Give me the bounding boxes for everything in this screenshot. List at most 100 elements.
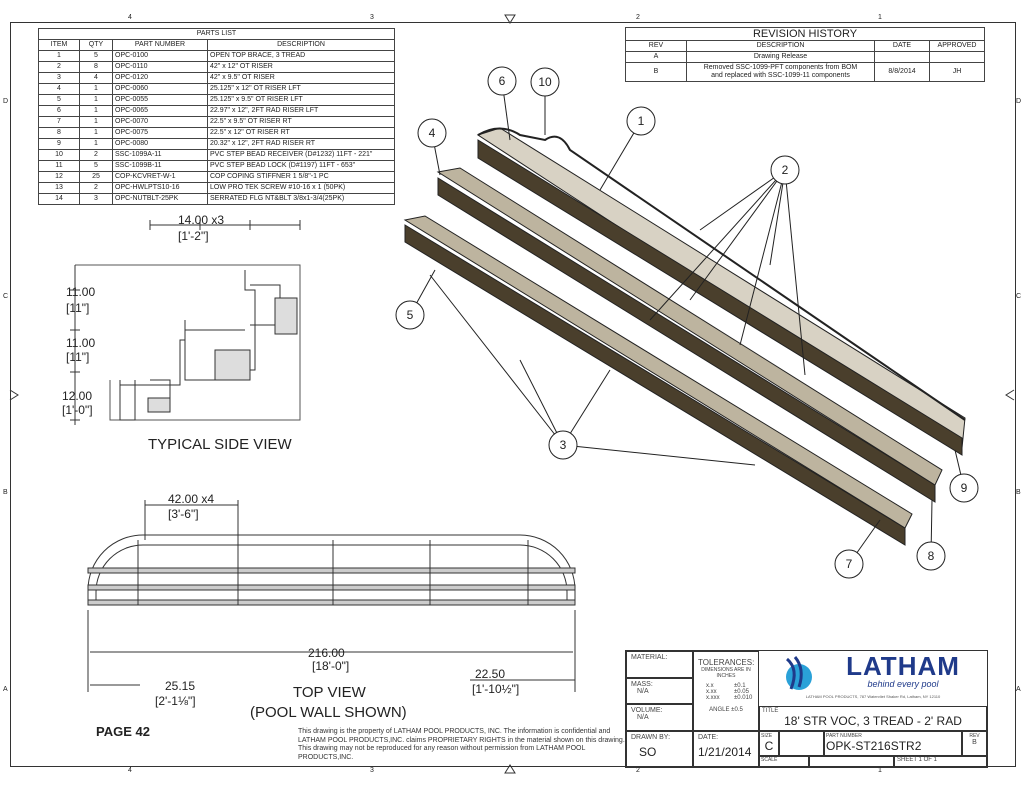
balloon-number: 1 — [638, 114, 645, 128]
balloon — [487, 66, 517, 96]
balloon — [395, 300, 425, 330]
zone-top: 4 — [128, 14, 132, 21]
label: TITLE — [762, 708, 779, 714]
dim: 25.15 — [165, 679, 195, 693]
proprietary-notice: This drawing is the property of LATHAM P… — [298, 728, 625, 761]
top-view-dims: 42.00 x4 [3'-6"] 216.00 [18'-0"] 25.15 [… — [155, 492, 519, 721]
precision: x.xxx — [706, 695, 720, 701]
note: DIMENSIONS ARE IN INCHES — [701, 667, 751, 679]
blank-cell — [779, 731, 824, 756]
precision: x.x — [706, 683, 714, 689]
label: SCALE — [761, 757, 778, 763]
balloon — [949, 473, 979, 503]
label: PART NUMBER — [826, 733, 862, 739]
page-label: PAGE 42 — [96, 724, 150, 739]
scale-cell: SCALE — [759, 756, 809, 767]
zone-bottom: 3 — [370, 767, 374, 774]
leader-line — [562, 369, 611, 446]
mass-value: N/A — [637, 688, 649, 695]
logo-text: LATHAM — [846, 651, 960, 681]
col-header: APPROVED — [929, 40, 985, 52]
zone-bottom: 4 — [128, 767, 132, 774]
balloon — [626, 106, 656, 136]
revision-history-title: REVISION HISTORY — [625, 27, 985, 41]
drawn-by-cell: DRAWN BY:SO — [626, 731, 693, 767]
dim: [11"] — [66, 301, 89, 315]
date-cell: DATE: 1/21/2014 — [693, 731, 759, 767]
volume-cell: VOLUME:N/A — [626, 704, 693, 731]
rev: B — [625, 62, 687, 82]
balloon-number: 8 — [928, 549, 935, 563]
tolerance: ±0.1 — [734, 683, 746, 689]
date-value: 1/21/2014 — [698, 745, 752, 759]
zone-side: B — [1016, 489, 1021, 496]
leader-line — [562, 444, 756, 466]
angle-tolerance: ANGLE ±0.5 — [709, 707, 743, 713]
rev-description: Removed SSC-1099-PFT components from BOM… — [686, 62, 875, 82]
balloon-number: 5 — [407, 308, 414, 322]
tagline: behind every pool — [867, 679, 939, 689]
zone-top: 1 — [878, 14, 882, 21]
zone-side: A — [3, 686, 8, 693]
latham-logo: LATHAM behind every pool LATHAM POOL PRO… — [759, 651, 987, 706]
tolerance-row: x.xx±0.05 — [706, 689, 754, 695]
sheet-cell: SHEET 1 OF 1 — [894, 756, 987, 767]
zone-bottom: 2 — [636, 767, 640, 774]
drawn-by-value: SO — [639, 745, 657, 759]
balloon — [770, 155, 800, 185]
tolerances-cell: TOLERANCES: DIMENSIONS ARE IN INCHES x.x… — [693, 651, 759, 731]
leader-line — [519, 359, 564, 446]
part-number: OPK-ST216STR2 — [826, 739, 922, 753]
side-view-label: TYPICAL SIDE VIEW — [148, 436, 292, 453]
tolerance-row: x.xxx ±0.010 — [706, 695, 754, 701]
balloon-number: 9 — [961, 481, 968, 495]
balloon — [417, 118, 447, 148]
dim: 11.00 — [66, 285, 95, 299]
rev-date: 8/8/2014 — [874, 62, 930, 82]
label: MASS: — [631, 681, 653, 688]
zone-top: 2 — [636, 14, 640, 21]
zone-side: D — [3, 98, 9, 105]
leader-line — [699, 169, 786, 231]
zone-side: D — [1016, 98, 1022, 105]
zone-bottom: 1 — [878, 767, 882, 774]
dim: [2'-1⅛"] — [155, 694, 196, 708]
leader-line — [689, 169, 786, 301]
wave-logo-icon — [785, 656, 812, 690]
balloon-number: 7 — [846, 557, 853, 571]
label: DATE: — [698, 734, 719, 741]
tolerance: ±0.010 — [734, 695, 753, 701]
blank-cell — [809, 756, 894, 767]
part-number: OPC-NUTBLT-25PK — [112, 193, 208, 205]
size-value: C — [764, 739, 774, 753]
leader-line — [739, 169, 786, 346]
qty: 3 — [79, 193, 113, 205]
side-view-dims: 14.00 x3 [1'-2"] 11.00 [11"] 11.00 [11"]… — [62, 213, 292, 453]
dim: [1'-0"] — [62, 403, 93, 417]
leader-line — [769, 169, 786, 266]
drawing-title: 18' STR VOC, 3 TREAD - 2' RAD — [784, 714, 962, 728]
balloon-number: 4 — [429, 126, 436, 140]
title-block: MATERIAL: MASS:N/A VOLUME:N/A DRAWN BY:S… — [625, 650, 988, 768]
leader-line — [649, 169, 786, 321]
top-view — [87, 500, 576, 692]
dim: [18'-0"] — [312, 659, 349, 673]
rev-value: B — [972, 739, 977, 746]
label: VOLUME: — [631, 707, 663, 714]
zone-side: C — [3, 293, 9, 300]
balloon — [916, 541, 946, 571]
top-view-sublabel: (POOL WALL SHOWN) — [250, 704, 407, 721]
zone-side: C — [1016, 293, 1022, 300]
balloon-number: 6 — [499, 74, 506, 88]
sheet-number: SHEET 1 OF 1 — [897, 757, 937, 763]
drawing-frame — [10, 22, 1016, 767]
